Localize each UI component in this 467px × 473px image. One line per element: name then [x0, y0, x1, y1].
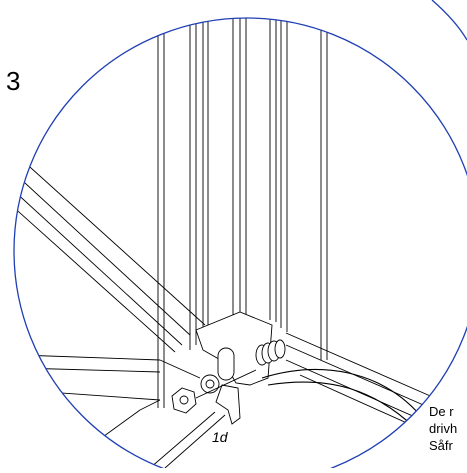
- nut-icon: [171, 387, 197, 414]
- note-line-1: De r: [429, 404, 454, 419]
- detail-circle: [13, 17, 467, 473]
- leader-line: [261, 369, 421, 416]
- vertical-profile: [157, 18, 328, 408]
- part-label: 1d: [212, 429, 228, 445]
- leader-line: [267, 381, 416, 429]
- washer-icon: [200, 374, 220, 394]
- note-line-3: Såfr: [429, 438, 453, 453]
- adjacent-detail-circle: [431, 0, 467, 41]
- spring-icon: [255, 339, 286, 366]
- bolt-icon: [195, 369, 257, 399]
- diagonal-brace: [14, 139, 206, 353]
- step-number: 3: [6, 66, 21, 96]
- note-line-2: drivh: [429, 421, 458, 436]
- instruction-note: De r drivh Såfr: [429, 403, 467, 454]
- clip-bracket-icon: [195, 311, 273, 425]
